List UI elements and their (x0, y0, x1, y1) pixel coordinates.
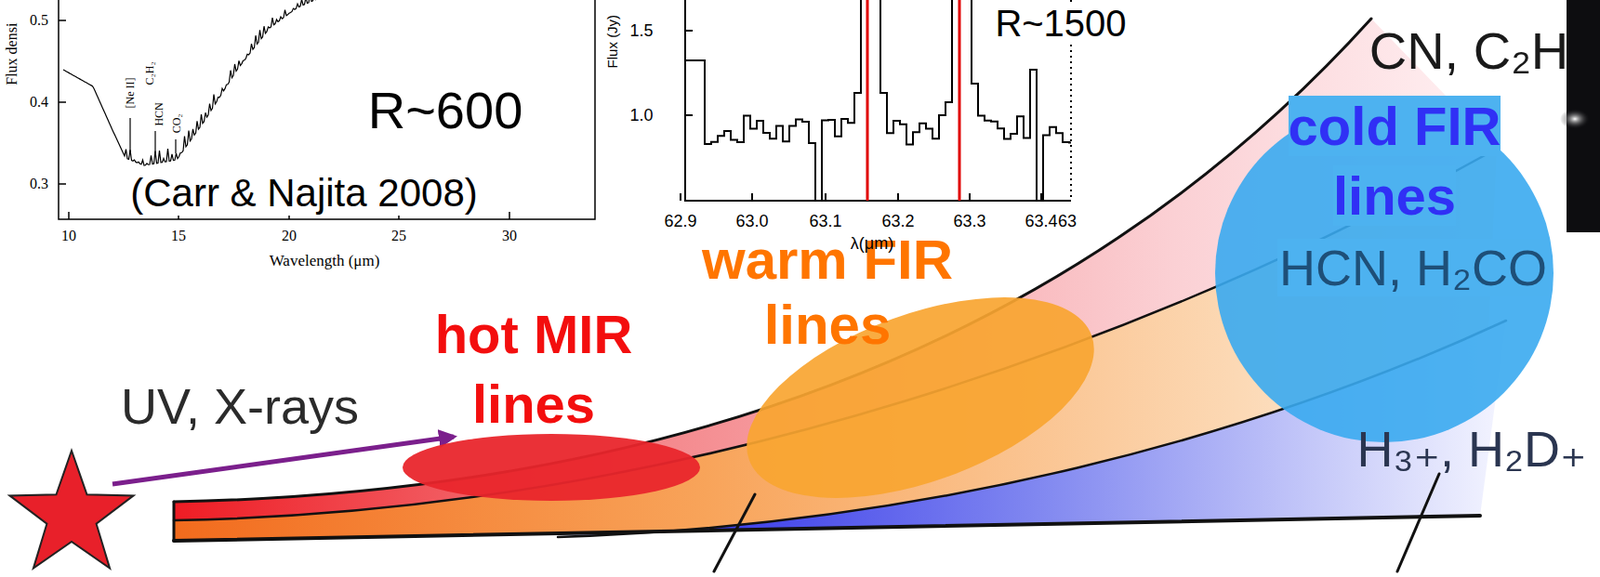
region-name: cold FIR lines (1288, 95, 1502, 226)
line-wrapper: warm FIR lines (687, 227, 967, 358)
resolution-note: R~600 (366, 80, 526, 141)
tick-label: 63.1 (808, 211, 842, 232)
tick-label: 62.9 (663, 211, 697, 232)
line-markers (867, 0, 960, 201)
molecule-label: CN, C₂H (1369, 21, 1570, 81)
tick-label: 1.5 (629, 21, 653, 41)
citation: (Carr & Najita 2008) (128, 171, 479, 216)
region-name: hot MIR lines (435, 304, 634, 435)
tick-label: 0.3 (29, 175, 49, 193)
tick-label: 0.5 (29, 12, 49, 29)
line-id: C₂H₂ (144, 59, 158, 87)
line-wrapper: cold FIR lines (1269, 91, 1521, 231)
region-name: warm FIR lines (701, 228, 953, 357)
tick-label: 63 (1057, 211, 1077, 232)
star (9, 450, 133, 569)
spectrum-left (63, 0, 596, 166)
tick-label: 10 (61, 227, 77, 245)
region-label: hot MIR lines (398, 299, 669, 439)
line-region: warm FIR lines (687, 227, 1095, 499)
line-id: [Ne II] (123, 76, 137, 111)
tick-label: 63.4 (1024, 211, 1058, 232)
molecule-label: HCN, H₂CO (1277, 238, 1549, 297)
line-wrapper: hot MIR lines (398, 299, 669, 439)
spectrum-frame-left (58, 0, 596, 220)
tick-label: 63.0 (735, 211, 768, 232)
resolution-note: R~1500 (992, 1, 1128, 45)
region-ellipse (402, 434, 701, 502)
axis-title: Flux densi (4, 22, 22, 85)
photo-star (1560, 108, 1590, 130)
radiation-arrow (112, 436, 454, 485)
tick-label: 63.2 (881, 211, 914, 232)
tick-label: 25 (391, 227, 407, 245)
region-label: warm FIR lines (687, 227, 967, 358)
radiation-label: UV, X-rays (120, 377, 359, 436)
tick-label: 30 (502, 227, 517, 245)
axis-title: Flux (Jy) (604, 14, 621, 69)
spectrum-curve (63, 0, 596, 166)
line-id: HCN (153, 100, 167, 128)
axis-title: Wavelength (μm) (269, 251, 381, 271)
tick-label: 63.3 (952, 211, 986, 232)
tick-label: 0.4 (29, 93, 49, 111)
axis-title: λ(μm) (850, 234, 894, 254)
molecule-label: H₃₊, H₂D₊ (1357, 420, 1587, 478)
tick-label: 1.0 (629, 105, 653, 126)
region-label: cold FIR lines (1269, 91, 1521, 231)
tick-label: 15 (171, 227, 186, 245)
line-id: CO₂ (170, 112, 184, 136)
line-region: hot MIR lines (398, 299, 701, 502)
tick-label: 20 (281, 227, 297, 245)
